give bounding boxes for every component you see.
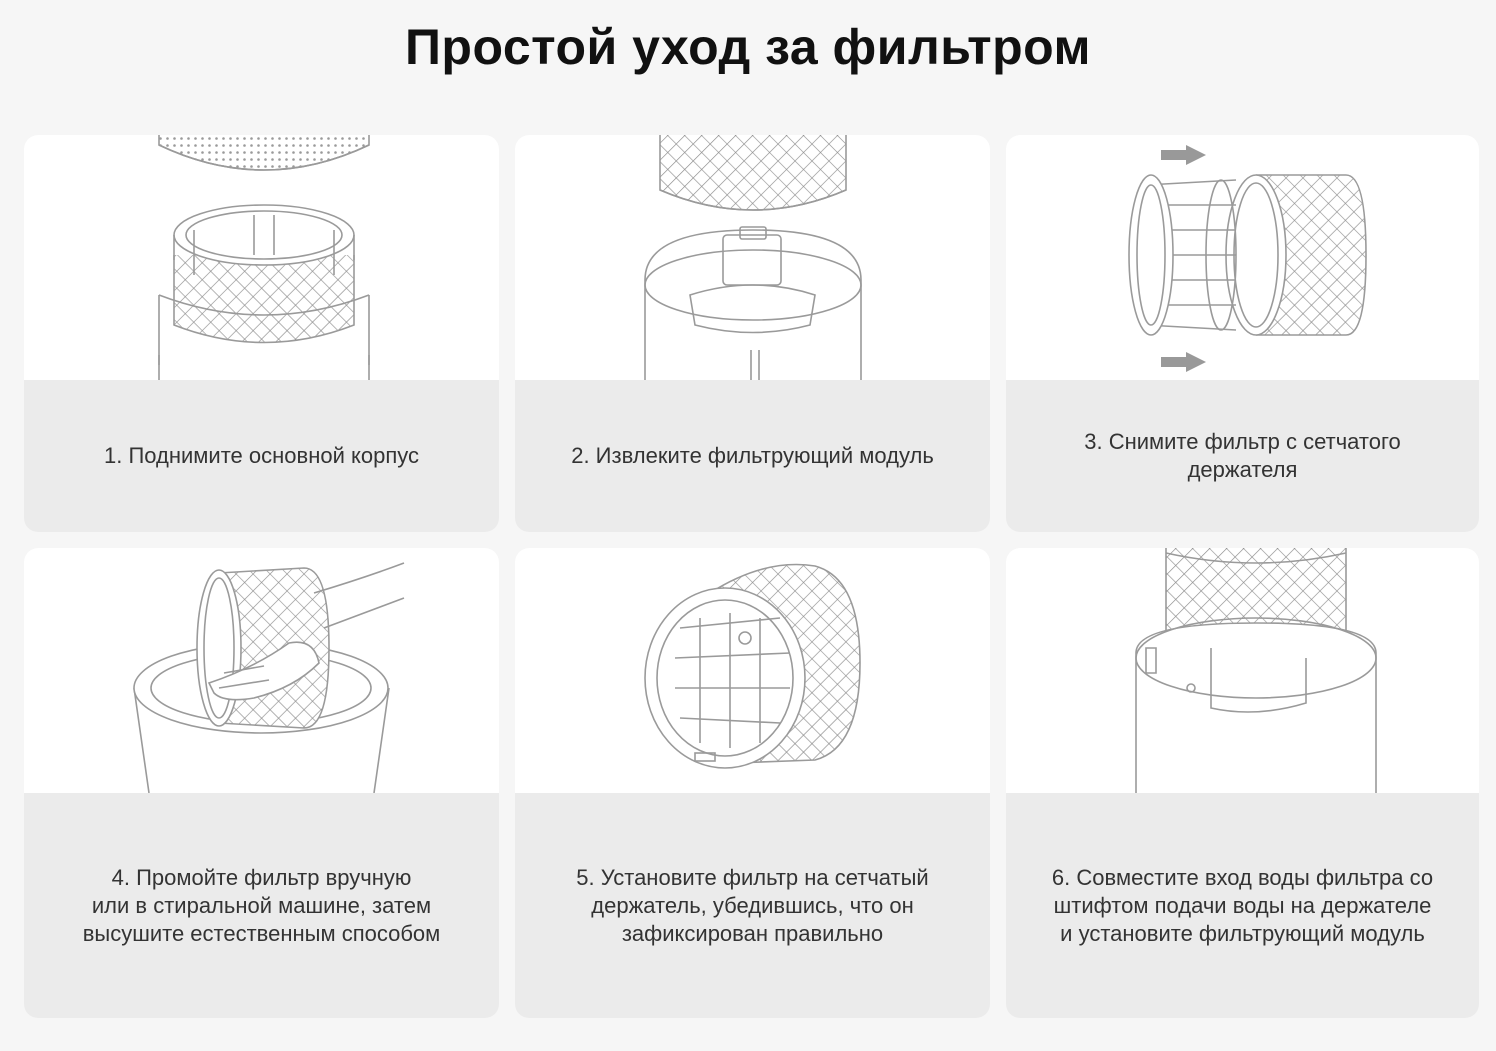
step-card-3: 3. Снимите фильтр с сетчатого держателя bbox=[1006, 135, 1479, 532]
step-caption-3: 3. Снимите фильтр с сетчатого держателя bbox=[1084, 429, 1401, 482]
wash-filter-illustration bbox=[24, 548, 499, 793]
page-title: Простой уход за фильтром bbox=[404, 19, 1092, 75]
insert-filter-module-illustration bbox=[1006, 548, 1479, 793]
step-caption-2: 2. Извлеките фильтрующий модуль bbox=[571, 443, 934, 468]
step-caption-4: 4. Промойте фильтр вручную или в стираль… bbox=[82, 864, 441, 946]
step-caption-1: 1. Поднимите основной корпус bbox=[104, 443, 419, 468]
detach-filter-illustration bbox=[1006, 135, 1479, 380]
step-card-5: 5. Установите фильтр на сетчатый держате… bbox=[515, 548, 990, 1018]
step-card-1: 1. Поднимите основной корпус bbox=[24, 135, 499, 532]
step-card-2: 2. Извлеките фильтрующий модуль bbox=[515, 135, 990, 532]
remove-filter-module-illustration bbox=[515, 135, 990, 380]
step-card-4: 4. Промойте фильтр вручную или в стираль… bbox=[24, 548, 499, 1018]
step-card-6: 6. Совместите вход воды фильтра со штифт… bbox=[1006, 548, 1479, 1018]
install-filter-illustration bbox=[515, 548, 990, 793]
step-caption-6: 6. Совместите вход воды фильтра со штифт… bbox=[1051, 864, 1434, 946]
lift-housing-illustration bbox=[24, 135, 499, 380]
step-caption-5: 5. Установите фильтр на сетчатый держате… bbox=[576, 864, 929, 946]
